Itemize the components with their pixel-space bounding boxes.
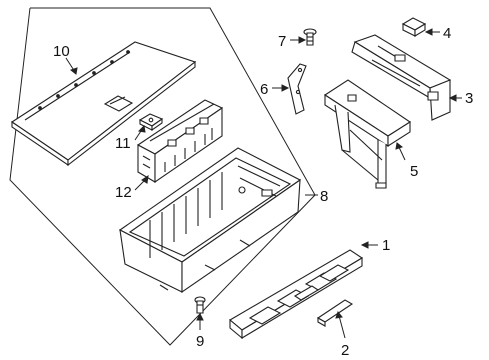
- part-10-floor-board[interactable]: [12, 42, 195, 165]
- callout-5: 5: [410, 163, 418, 180]
- kit-boundary-outline: [9, 7, 316, 346]
- part-3-trim-panel[interactable]: [352, 35, 450, 120]
- callout-3: 3: [465, 90, 473, 107]
- callout-6: 6: [260, 81, 268, 98]
- part-8-storage-tray[interactable]: [120, 148, 300, 292]
- callout-4: 4: [443, 25, 451, 42]
- callout-2: 2: [341, 342, 349, 359]
- callout-10: 10: [53, 43, 70, 60]
- callout-9: 9: [196, 333, 204, 350]
- part-5-support-frame[interactable]: [325, 80, 410, 188]
- part-9-fastener[interactable]: [195, 297, 205, 313]
- part-12-organizer-insert[interactable]: [138, 100, 222, 182]
- part-2-strip[interactable]: [318, 300, 352, 326]
- part-1-sill-plate[interactable]: [230, 250, 362, 338]
- part-11-clip[interactable]: [140, 114, 162, 130]
- callout-8: 8: [320, 188, 328, 205]
- callout-7: 7: [278, 33, 286, 50]
- part-7-screw[interactable]: [304, 29, 316, 45]
- part-6-bracket[interactable]: [288, 64, 306, 114]
- leader-lines: [65, 28, 462, 339]
- callout-12: 12: [115, 184, 132, 201]
- callout-1: 1: [382, 237, 390, 254]
- part-4-pad[interactable]: [403, 18, 425, 36]
- callout-11: 11: [115, 135, 131, 152]
